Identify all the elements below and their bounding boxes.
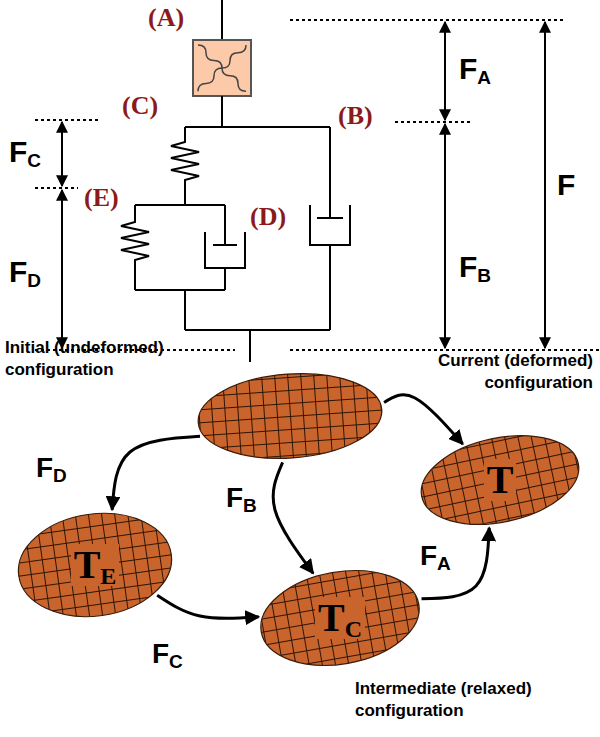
piston: [213, 244, 237, 246]
deformation-gradient-label: FA: [418, 540, 453, 572]
dimension-arrow: [61, 190, 63, 348]
configuration-ellipse: TE: [10, 508, 180, 622]
mapping-arrow: [157, 595, 259, 618]
ellipse-content: TE: [10, 508, 180, 622]
piston-rod: [224, 205, 226, 245]
dotted-reference: [35, 119, 100, 121]
mapping-arrow: [384, 395, 463, 444]
deformation-gradient-label: FB: [458, 250, 492, 284]
dimension-arrow: [444, 124, 446, 348]
ellipse-outline: [190, 368, 390, 464]
rod: [221, 96, 223, 127]
bar: [135, 289, 225, 291]
material-grid: [12, 504, 179, 626]
ellipse-content: TC: [252, 566, 428, 670]
tensor-symbol: TE: [71, 544, 120, 586]
material-grid: [253, 559, 427, 677]
dashpot-cup: [205, 232, 245, 268]
configuration-heading: Intermediate (relaxed) configuration: [355, 678, 570, 722]
deformation-gradient-label: FD: [8, 255, 42, 289]
dimension-arrow: [444, 22, 446, 120]
rod: [224, 268, 226, 290]
bar: [185, 126, 330, 128]
material-grid: [413, 422, 587, 537]
wavy-line: [198, 45, 246, 91]
dimension-arrow: [61, 122, 63, 186]
ellipse-content: T: [412, 432, 588, 528]
deformation-gradient-label: FA: [458, 52, 492, 86]
tensor-symbol: TC: [315, 597, 365, 639]
mapping-arrow: [273, 462, 313, 573]
rod: [184, 290, 186, 330]
bar: [135, 204, 225, 206]
rod: [329, 245, 331, 330]
deformation-gradient-label: FB: [224, 482, 259, 514]
rod: [249, 330, 251, 362]
deformation-gradient-label: FC: [150, 638, 185, 670]
configuration-ellipse: TCIntermediate (relaxed) configuration: [252, 566, 428, 670]
rod: [221, 0, 223, 40]
dotted-reference: [35, 187, 78, 189]
wavy-line: [198, 45, 246, 91]
ellipse-fill: [195, 368, 384, 465]
deformation-gradient-label: FC: [8, 135, 42, 169]
configuration-heading: Current (deformed) configuration: [393, 350, 593, 394]
tensor-symbol: T: [484, 459, 517, 501]
configuration-ellipse: TCurrent (deformed) configuration: [412, 432, 588, 528]
ellipse-content: [190, 368, 390, 464]
deformation-gradient-label: F: [556, 168, 576, 202]
piston-rod: [329, 127, 331, 218]
deformation-gradient-label: FD: [34, 452, 69, 484]
bar: [185, 329, 330, 331]
dotted-reference: [395, 121, 470, 123]
dotted-reference: [290, 19, 565, 21]
dimension-arrow: [544, 22, 546, 348]
spring-symbol: [171, 127, 199, 205]
piston: [317, 217, 343, 219]
dotted-reference: [290, 349, 600, 351]
element-label: (C): [122, 92, 158, 120]
ellipse-fill: [253, 559, 427, 677]
configuration-heading: Initial (undeformed) configuration: [5, 337, 185, 381]
element-label: (A): [148, 4, 184, 32]
dashpot-cup: [310, 205, 350, 245]
material-grid: [195, 368, 384, 465]
ellipse-fill: [12, 504, 179, 626]
spring-symbol: [121, 205, 149, 290]
element-label: (B): [338, 102, 373, 130]
ellipse-fill: [413, 422, 587, 537]
element-label: (E): [84, 184, 119, 212]
mapping-arrow: [112, 436, 200, 510]
nonlinear-element-box: [193, 40, 251, 96]
configuration-ellipse: Initial (undeformed) configuration: [190, 368, 390, 464]
element-label: (D): [250, 203, 286, 231]
